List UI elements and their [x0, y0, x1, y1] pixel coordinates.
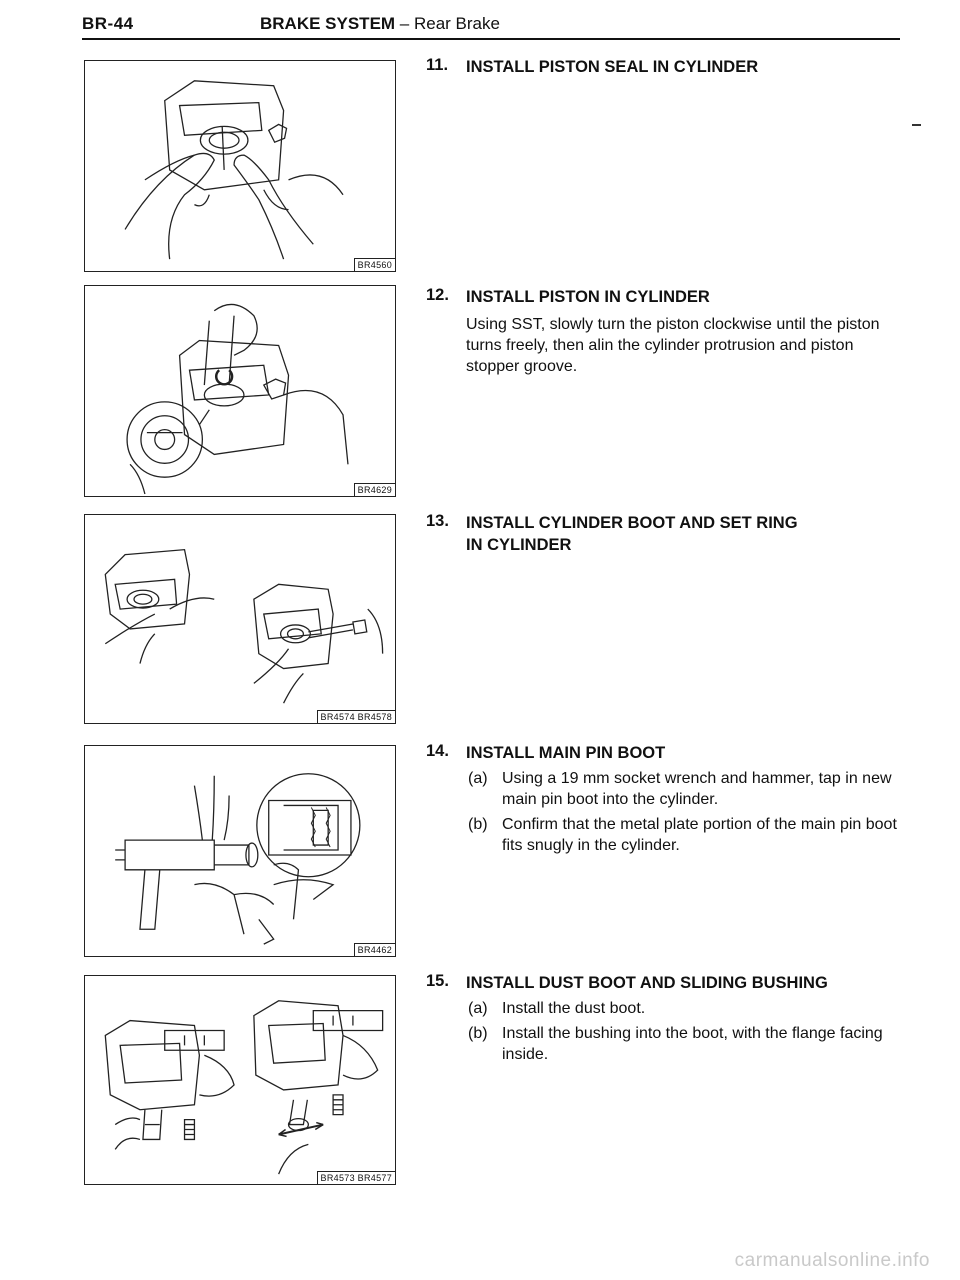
step-15: 15. INSTALL DUST BOOT AND SLIDING BUSHIN… — [426, 972, 906, 1065]
step-title: INSTALL PISTON IN CYLINDER — [466, 288, 710, 306]
substep-text: Confirm that the metal plate portion of … — [502, 816, 897, 854]
step-14: 14. INSTALL MAIN PIN BOOT (a) Using a 19… — [426, 742, 906, 856]
section-title: BRAKE SYSTEM – Rear Brake — [260, 14, 500, 34]
step-heading: 13. INSTALL CYLINDER BOOT AND SET RING I… — [426, 512, 906, 556]
substep: (a) Install the dust boot. — [468, 998, 906, 1019]
substep-label: (a) — [468, 770, 488, 787]
substep-list: (a) Using a 19 mm socket wrench and hamm… — [466, 768, 906, 856]
piston-seal-illustration — [124, 80, 344, 260]
substep: (a) Using a 19 mm socket wrench and hamm… — [468, 768, 906, 810]
substep-text: Using a 19 mm socket wrench and hammer, … — [502, 770, 892, 808]
header-rule — [82, 38, 900, 40]
main-pin-boot-illustration — [115, 773, 361, 945]
cylinder-boot-illustration — [104, 548, 384, 704]
step-number: 11. — [426, 56, 449, 74]
step-13: 13. INSTALL CYLINDER BOOT AND SET RING I… — [426, 512, 906, 556]
substep-label: (b) — [468, 1025, 488, 1042]
substep-label: (b) — [468, 816, 488, 833]
page-number: BR-44 — [82, 14, 134, 33]
step-title: INSTALL DUST BOOT AND SLIDING BUSHING — [466, 974, 828, 992]
page-header: BR-44 BRAKE SYSTEM – Rear Brake — [82, 14, 900, 38]
step-12: 12. INSTALL PISTON IN CYLINDER Using SST… — [426, 286, 906, 377]
dust-boot-illustration — [104, 1000, 384, 1175]
figure-code: BR4573 BR4577 — [316, 1171, 395, 1184]
margin-mark — [912, 124, 921, 126]
figure-cylinder-boot: BR4574 BR4578 — [84, 514, 396, 724]
step-number: 15. — [426, 972, 449, 990]
figure-code: BR4560 — [353, 258, 395, 271]
step-body: Using SST, slowly turn the piston clockw… — [466, 316, 880, 375]
substep: (b) Install the bushing into the boot, w… — [468, 1023, 906, 1065]
figure-main-pin-boot: BR4462 — [84, 745, 396, 957]
step-heading: 12. INSTALL PISTON IN CYLINDER — [426, 286, 906, 308]
substep-text: Install the dust boot. — [502, 1000, 646, 1017]
substep-label: (a) — [468, 1000, 488, 1017]
step-11: 11. INSTALL PISTON SEAL IN CYLINDER — [426, 56, 906, 78]
figure-code: BR4574 BR4578 — [316, 710, 395, 723]
figure-piston-seal: BR4560 — [84, 60, 396, 272]
step-number: 14. — [426, 742, 449, 760]
piston-install-illustration — [126, 303, 349, 495]
step-heading: 14. INSTALL MAIN PIN BOOT — [426, 742, 906, 764]
step-heading: 15. INSTALL DUST BOOT AND SLIDING BUSHIN… — [426, 972, 906, 994]
section-name: BRAKE SYSTEM — [260, 14, 396, 33]
step-title: INSTALL MAIN PIN BOOT — [466, 744, 666, 762]
figure-code: BR4462 — [353, 943, 395, 956]
step-number: 13. — [426, 512, 449, 530]
substep-text: Install the bushing into the boot, with … — [502, 1025, 883, 1063]
substep: (b) Confirm that the metal plate portion… — [468, 814, 906, 856]
figure-dust-boot: BR4573 BR4577 — [84, 975, 396, 1185]
watermark: carmanualsonline.info — [734, 1250, 930, 1271]
substep-list: (a) Install the dust boot. (b) Install t… — [466, 998, 906, 1065]
step-heading: 11. INSTALL PISTON SEAL IN CYLINDER — [426, 56, 906, 78]
figure-piston-install: BR4629 — [84, 285, 396, 497]
step-number: 12. — [426, 286, 449, 304]
step-title: INSTALL PISTON SEAL IN CYLINDER — [466, 58, 759, 76]
figure-code: BR4629 — [353, 483, 395, 496]
step-title: INSTALL CYLINDER BOOT AND SET RING IN CY… — [466, 514, 798, 554]
subsection-name: – Rear Brake — [395, 14, 500, 33]
